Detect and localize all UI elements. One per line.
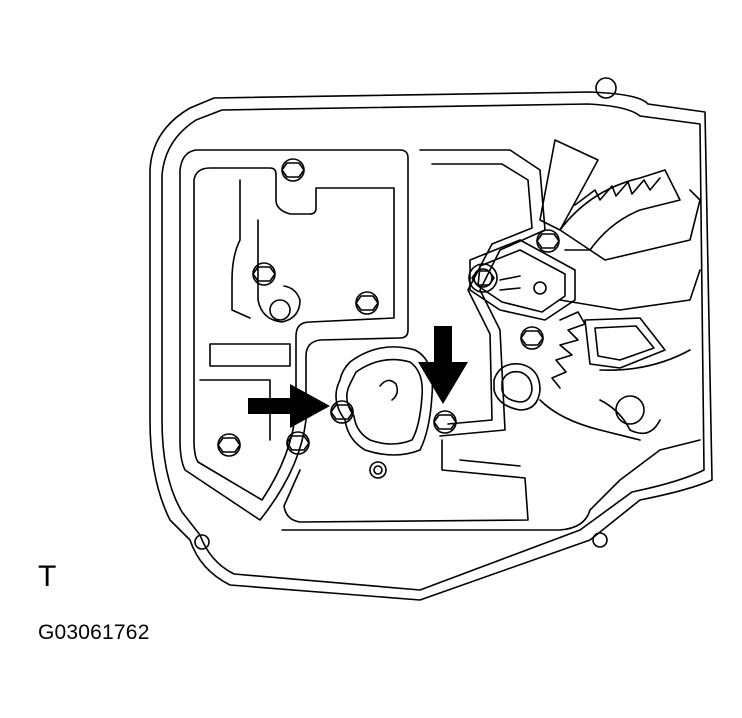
- bolt-lower-middle: [286, 431, 310, 455]
- bolt-left-of-motor: [330, 400, 354, 424]
- center-plate: [281, 149, 701, 531]
- bolt-right-of-motor: [433, 410, 457, 434]
- panel-outline: [149, 77, 713, 601]
- figure-id: G03061762: [38, 621, 150, 644]
- bolt-regulator-bottom: [520, 326, 544, 350]
- bolt-upper-left: [252, 262, 276, 286]
- bolt-lower-left: [217, 433, 241, 457]
- inner-plate: [179, 149, 409, 521]
- bolt-top-left: [281, 158, 305, 182]
- bolt-center-left: [355, 291, 379, 315]
- arrow-pointing-down: [418, 326, 468, 404]
- bolt-regulator-top: [536, 229, 560, 253]
- view-letter: T: [38, 560, 57, 593]
- arrow-pointing-right: [248, 384, 330, 428]
- bolt-regulator-pivot: [468, 263, 498, 293]
- regulator-mechanism: [469, 139, 701, 441]
- oval-hole: [493, 363, 541, 411]
- motor-housing: [335, 346, 434, 479]
